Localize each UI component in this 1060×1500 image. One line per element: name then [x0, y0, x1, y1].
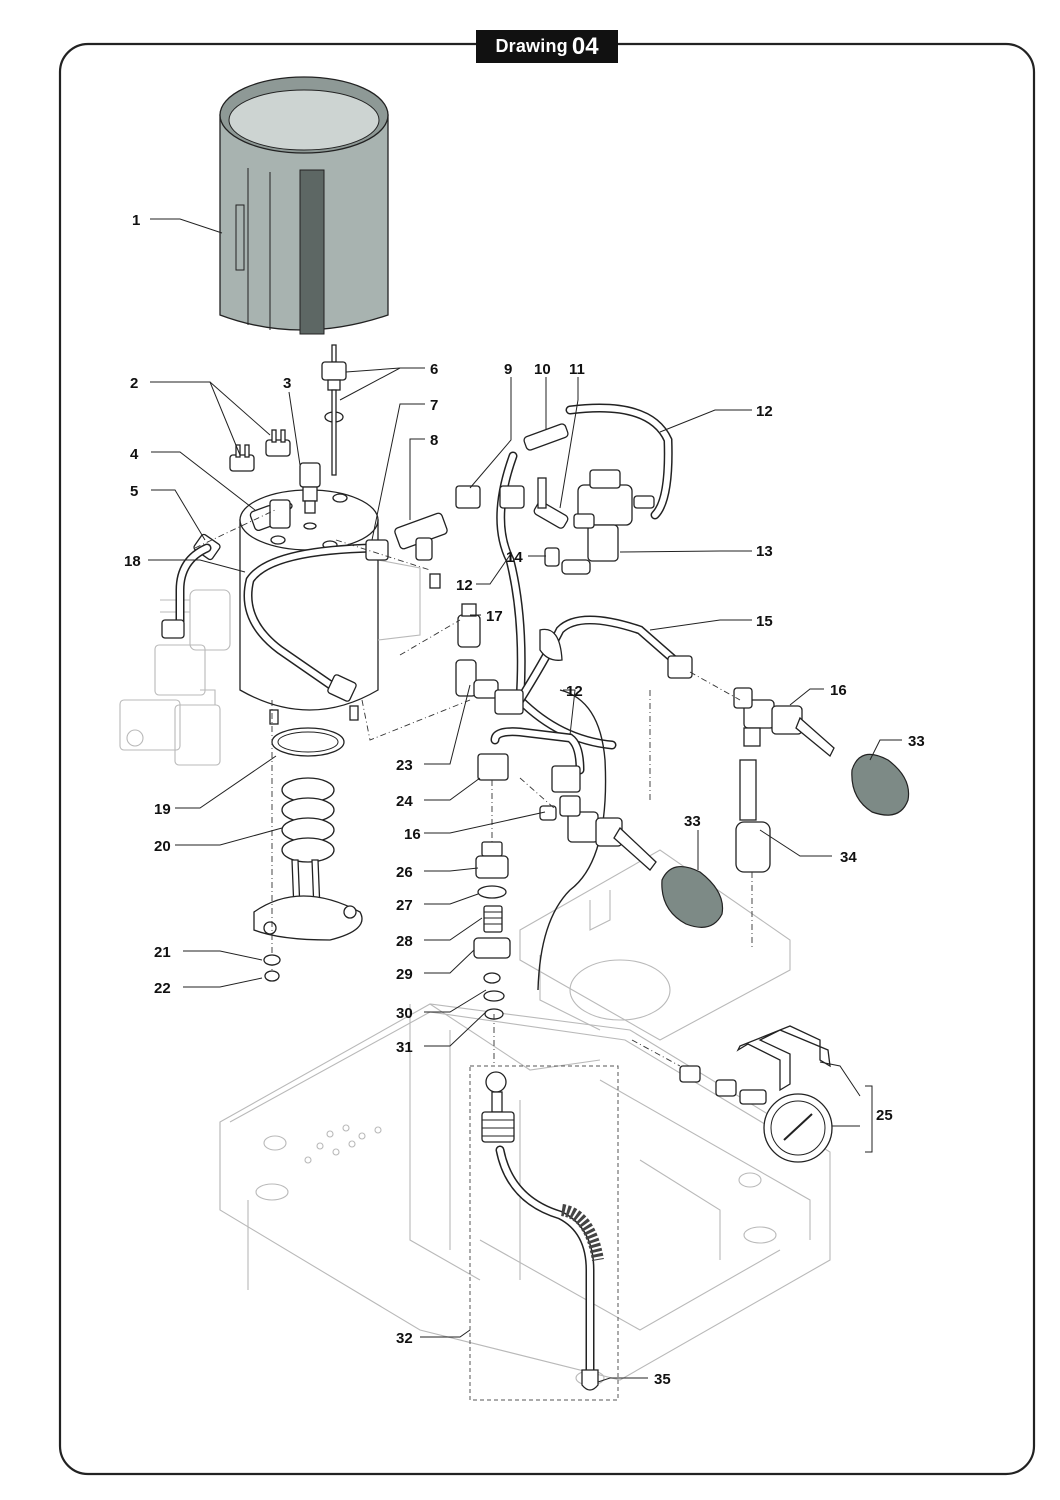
callout-2: 2 — [130, 375, 138, 392]
fitting-11 — [533, 477, 569, 529]
pipe-network — [161, 403, 693, 991]
pressure-gauge-assembly — [631, 1025, 833, 1163]
callout-12-low: 12 — [566, 683, 583, 700]
callout-11: 11 — [569, 361, 585, 378]
fitting-17 — [457, 603, 481, 648]
chassis-frame-ghost — [219, 849, 831, 1386]
drawing-title-number: 04 — [571, 32, 599, 60]
callout-31: 31 — [396, 1039, 413, 1056]
callout-12-top: 12 — [756, 403, 773, 420]
pressure-stat-fitting — [299, 462, 321, 514]
level-probe — [321, 344, 347, 476]
callout-19: 19 — [154, 801, 171, 818]
callout-22: 22 — [154, 980, 171, 997]
sheet-frame — [58, 42, 1036, 1476]
callout-7: 7 — [430, 397, 438, 414]
callout-35: 35 — [654, 1371, 671, 1388]
steam-tap-center — [539, 795, 657, 871]
callout-5: 5 — [130, 483, 138, 500]
callout-27: 27 — [396, 897, 413, 914]
wand-34 — [735, 759, 771, 950]
drawing-title-word: Drawing — [495, 36, 568, 56]
heating-element — [253, 700, 363, 982]
tee-fitting-8 — [394, 512, 448, 589]
callout-23: 23 — [396, 757, 413, 774]
solenoid-valve-ghost — [119, 589, 231, 766]
callout-8: 8 — [430, 432, 438, 449]
callout-30: 30 — [396, 1005, 413, 1022]
callout-9: 9 — [504, 361, 512, 378]
callout-3: 3 — [283, 375, 291, 392]
callout-12-mid: 12 — [456, 577, 473, 594]
callout-10: 10 — [534, 361, 551, 378]
pressure-relief-valve — [561, 469, 655, 575]
callout-17: 17 — [486, 608, 503, 625]
callout-32: 32 — [396, 1330, 413, 1347]
drain-pipe-assembly — [469, 1065, 619, 1401]
callout-20: 20 — [154, 838, 171, 855]
elbow-23 — [455, 659, 524, 715]
callout-24: 24 — [396, 793, 413, 810]
callout-26: 26 — [396, 864, 413, 881]
knob-33-upper — [851, 753, 910, 816]
callout-labels: 1 2 3 4 5 6 7 8 9 10 11 12 12 12 12 13 1… — [124, 212, 925, 1388]
drawing-title: Drawing 04 — [476, 30, 618, 63]
callout-34: 34 — [840, 849, 857, 866]
callout-25: 25 — [876, 1107, 893, 1124]
thermostat-pair — [229, 429, 291, 472]
knob-33-lower — [661, 865, 724, 928]
callout-16-center: 16 — [404, 826, 421, 843]
boiler-insulation-sleeve — [219, 76, 389, 335]
leader-lines — [148, 218, 902, 1383]
callout-6: 6 — [430, 361, 438, 378]
callout-13: 13 — [756, 543, 773, 560]
valve-stack — [473, 841, 511, 1020]
nut-9 — [455, 485, 525, 509]
fitting-14 — [544, 547, 560, 567]
callout-1: 1 — [132, 212, 140, 229]
callout-28: 28 — [396, 933, 413, 950]
callout-14: 14 — [506, 549, 523, 566]
callout-4: 4 — [130, 446, 139, 463]
boiler — [239, 489, 421, 725]
callout-18: 18 — [124, 553, 141, 570]
callout-33-center: 33 — [684, 813, 701, 830]
steam-tap-right — [733, 687, 835, 758]
callout-15: 15 — [756, 613, 773, 630]
callout-16-right: 16 — [830, 682, 847, 699]
callout-21: 21 — [154, 944, 171, 961]
fitting-10 — [523, 423, 569, 451]
callout-29: 29 — [396, 966, 413, 983]
assembly-lines — [194, 509, 741, 1066]
callout-33-right: 33 — [908, 733, 925, 750]
